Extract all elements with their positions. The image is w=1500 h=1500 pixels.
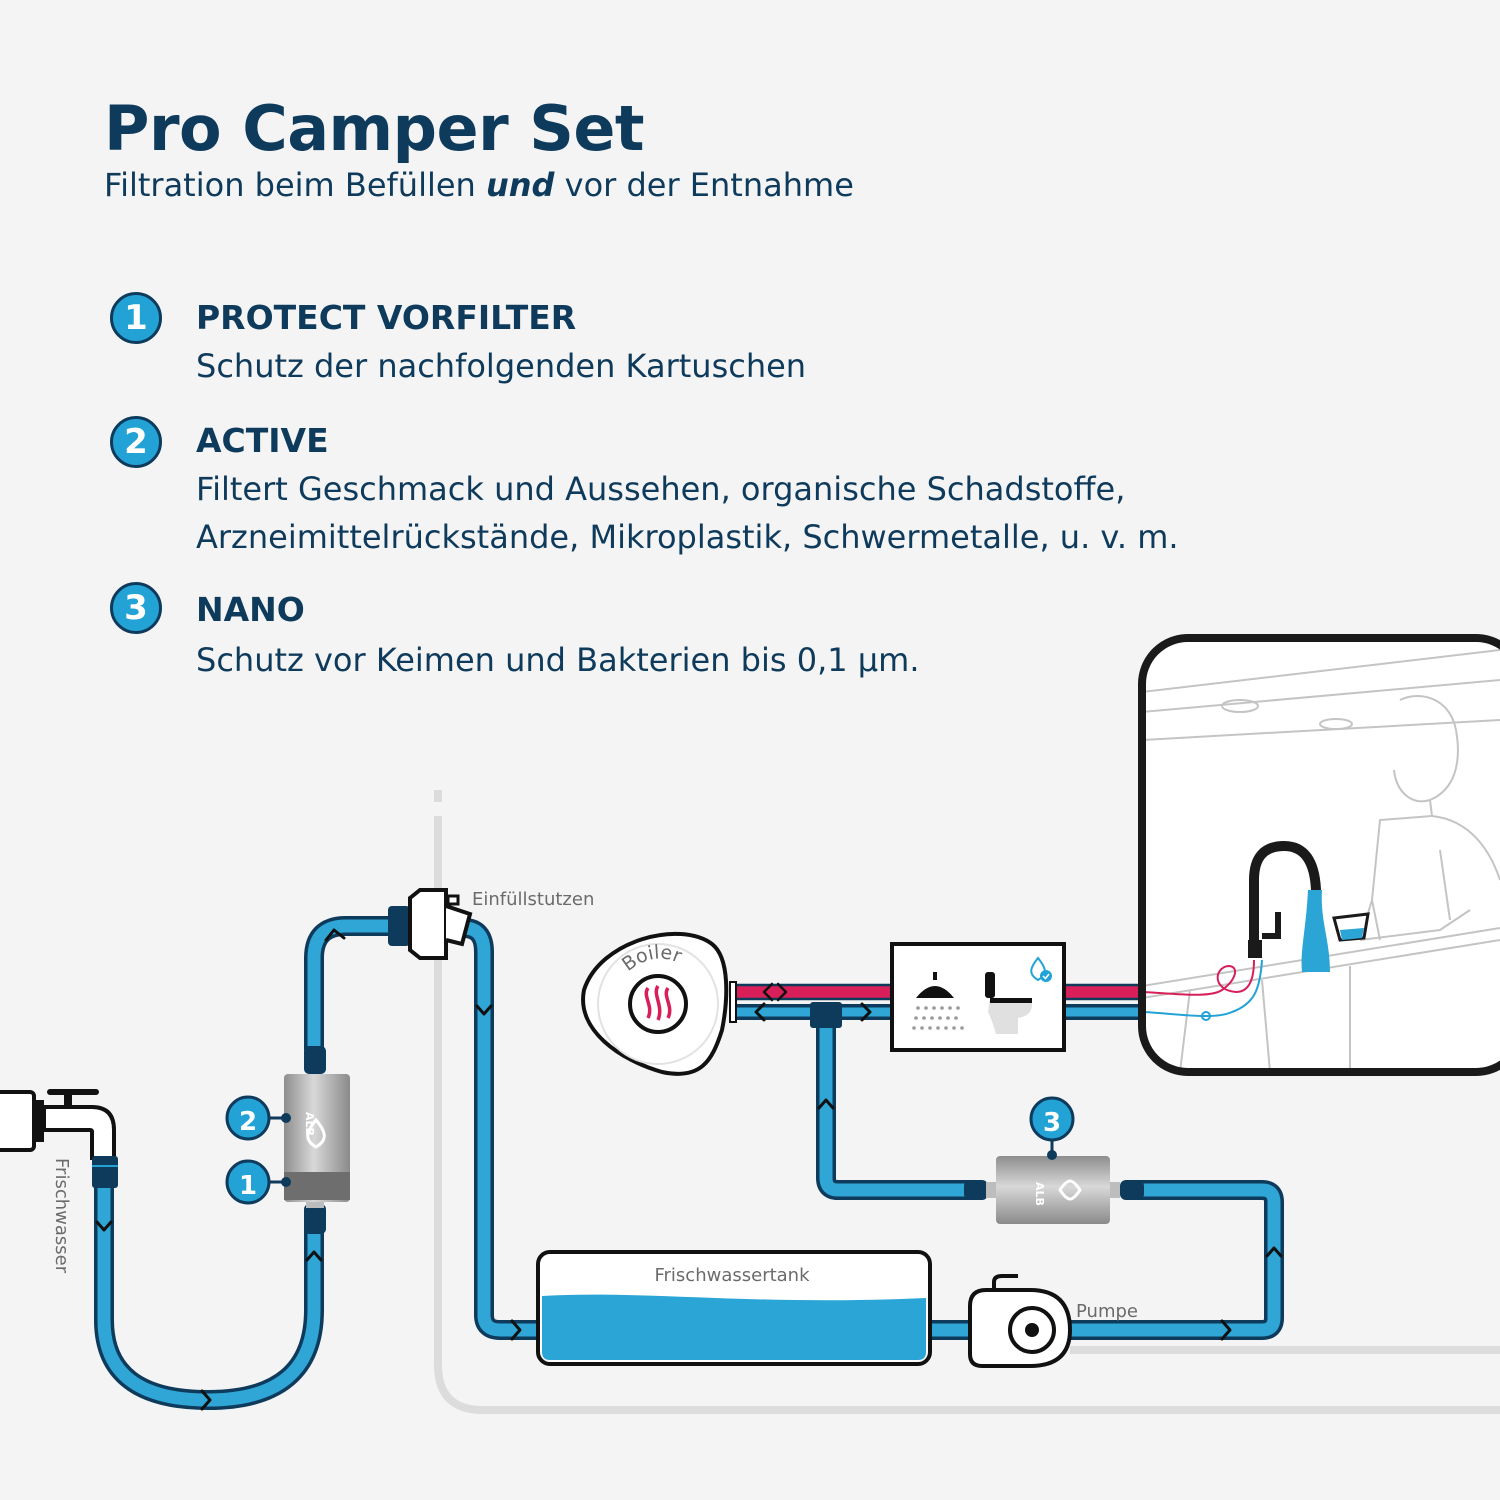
filling-nozzle	[388, 888, 473, 960]
page-subtitle: Filtration beim Befüllen und vor der Ent…	[104, 166, 854, 204]
arrow-down	[95, 1220, 113, 1232]
arrow-up-right	[324, 928, 346, 942]
arrow-up	[1265, 1246, 1283, 1258]
marker-number: 2	[239, 1107, 257, 1137]
arrow-up	[305, 1250, 323, 1262]
kitchen-scene	[1138, 634, 1500, 1076]
arrow-right	[1220, 1319, 1232, 1341]
filter-description: Schutz der nachfolgenden Kartuschen	[196, 342, 806, 390]
toilet-icon	[985, 972, 1032, 1034]
boiler	[581, 931, 737, 1076]
consumers-box	[890, 942, 1066, 1052]
filter-desc-line: Schutz der nachfolgenden Kartuschen	[196, 347, 807, 385]
water-tap	[0, 1089, 118, 1188]
filter-number-badge: 1	[110, 292, 162, 344]
arrow-up	[817, 1098, 835, 1110]
arrow-right	[510, 1319, 522, 1341]
t-junction	[810, 1002, 842, 1028]
arrow-right	[860, 1002, 872, 1022]
water-drop-check-icon	[1030, 956, 1052, 982]
arrow-down	[475, 1004, 493, 1016]
filter-title: ACTIVE	[196, 421, 329, 460]
label-einfuellstutzen: Einfüllstutzen	[472, 889, 594, 910]
filter-cartridge-1-2: ALB	[284, 1046, 350, 1234]
filter-title: PROTECT VORFILTER	[196, 298, 577, 337]
subtitle-emphasis: und	[485, 166, 555, 204]
marker-number: 1	[239, 1171, 257, 1201]
pump	[968, 1274, 1073, 1368]
fresh-water-tank	[536, 1250, 932, 1366]
page-title: Pro Camper Set	[104, 92, 645, 165]
label-pumpe: Pumpe	[1076, 1301, 1138, 1322]
filter-description: Filtert Geschmack und Aussehen, organisc…	[196, 465, 1179, 561]
arrow-right	[200, 1389, 212, 1411]
filter-description: Schutz vor Keimen und Bakterien bis 0,1 …	[196, 636, 919, 684]
arrow-right	[776, 982, 788, 1002]
fill-pipe	[463, 918, 540, 1340]
label-tank: Frischwassertank	[654, 1265, 810, 1286]
label-frischwasser: Frischwasser	[51, 1158, 72, 1274]
arrow-left	[762, 982, 774, 1002]
subtitle-pre: Filtration beim Befüllen	[104, 166, 486, 204]
inlet-hose	[94, 1162, 324, 1410]
flow-arrows	[95, 928, 1283, 1411]
cartridge-brand: ALB	[303, 1112, 316, 1136]
filter-desc-line: Arzneimittelrückstände, Mikroplastik, Sc…	[196, 518, 1179, 556]
subtitle-post: vor der Entnahme	[554, 166, 854, 204]
marker-number: 3	[1043, 1108, 1061, 1138]
filter-desc-line: Schutz vor Keimen und Bakterien bis 0,1 …	[196, 641, 920, 679]
marker-1: 1	[225, 1159, 291, 1205]
vehicle-outline	[434, 790, 1500, 1414]
filter-cartridge-3: ALB	[964, 1156, 1144, 1224]
filter-desc-line: Filtert Geschmack und Aussehen, organisc…	[196, 470, 1126, 508]
filter-number-badge: 2	[110, 416, 162, 468]
filter-number-badge: 3	[110, 582, 162, 634]
marker-2: 2	[225, 1095, 291, 1141]
cartridge-brand: ALB	[1033, 1182, 1046, 1206]
filter-title: NANO	[196, 590, 305, 629]
arrow-left	[754, 1002, 766, 1022]
marker-3: 3	[1029, 1096, 1075, 1160]
shower-icon	[912, 972, 964, 1030]
